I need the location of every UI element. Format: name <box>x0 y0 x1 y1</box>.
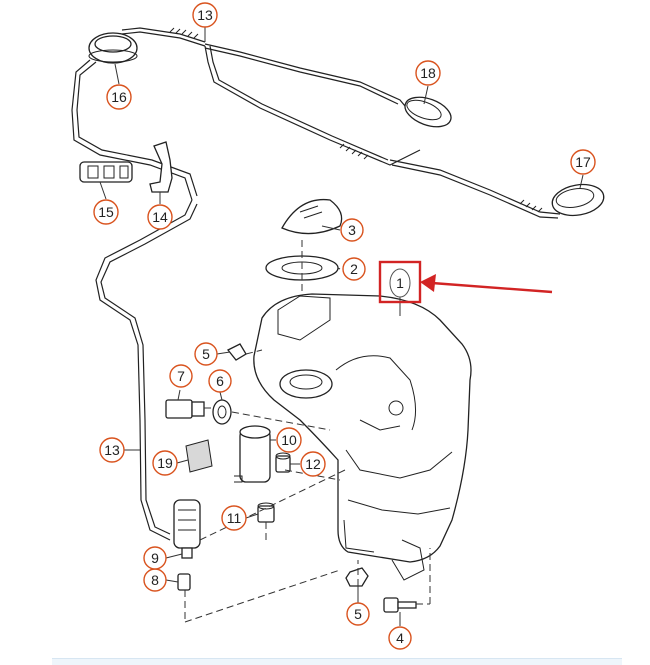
part-5-nut-lower <box>345 567 369 587</box>
part-7-sensor <box>165 399 205 419</box>
svg-text:14: 14 <box>152 209 168 225</box>
svg-text:17: 17 <box>575 154 591 170</box>
callout-13-left: 13 <box>99 437 125 463</box>
svg-text:13: 13 <box>104 442 120 458</box>
callout-9: 9 <box>143 546 167 570</box>
callout-11: 11 <box>221 505 247 531</box>
svg-text:7: 7 <box>177 368 185 384</box>
part-4-bolt <box>383 597 417 613</box>
callout-13-top: 13 <box>192 2 218 28</box>
callout-1: 1 <box>389 268 411 298</box>
svg-text:8: 8 <box>151 572 159 588</box>
hose-network <box>71 27 561 541</box>
callout-4: 4 <box>388 626 412 650</box>
callout-10: 10 <box>276 427 302 453</box>
part-3-filler-cap <box>281 198 343 235</box>
callout-17: 17 <box>570 149 596 175</box>
svg-text:16: 16 <box>111 89 127 105</box>
callout-15: 15 <box>93 199 119 225</box>
callout-6: 6 <box>208 369 232 393</box>
part-18-nozzle <box>404 96 452 128</box>
highlight-arrow-shaft <box>431 281 553 294</box>
part-8-nut <box>177 573 191 591</box>
svg-text:4: 4 <box>396 630 404 646</box>
callout-12: 12 <box>300 451 326 477</box>
svg-text:11: 11 <box>227 510 242 526</box>
callout-8: 8 <box>143 568 167 592</box>
part-17-nozzle <box>551 183 605 217</box>
part-6-grommet <box>212 399 232 425</box>
part-5-clip-upper <box>226 343 247 361</box>
highlight-annotation <box>378 260 553 304</box>
svg-text:2: 2 <box>350 261 358 277</box>
callout-14: 14 <box>147 204 173 230</box>
part-9-pump <box>173 499 201 559</box>
highlight-arrow-head <box>420 274 436 292</box>
callout-3: 3 <box>340 218 364 242</box>
svg-text:15: 15 <box>98 204 114 220</box>
svg-text:5: 5 <box>202 346 210 362</box>
part-15-connector <box>79 161 133 183</box>
svg-text:10: 10 <box>281 432 297 448</box>
callout-2: 2 <box>342 257 366 281</box>
part-19-pad <box>185 439 213 473</box>
callout-19: 19 <box>152 450 178 476</box>
svg-text:1: 1 <box>396 275 404 291</box>
callout-7: 7 <box>169 364 193 388</box>
svg-text:12: 12 <box>305 456 321 472</box>
svg-text:5: 5 <box>354 606 362 622</box>
page-bottom-strip <box>52 658 622 665</box>
part-12-grommet <box>275 452 291 473</box>
callout-5-upper: 5 <box>194 342 218 366</box>
svg-text:9: 9 <box>151 550 159 566</box>
svg-text:3: 3 <box>348 222 356 238</box>
callout-5-lower: 5 <box>346 602 370 626</box>
part-16-cap <box>88 32 138 64</box>
callout-18: 18 <box>415 60 441 86</box>
part-10-pump <box>234 425 271 483</box>
svg-text:18: 18 <box>420 65 436 81</box>
svg-text:13: 13 <box>197 7 213 23</box>
part-14-bracket <box>149 141 173 193</box>
callout-16: 16 <box>106 84 132 110</box>
svg-text:6: 6 <box>216 373 224 389</box>
svg-text:19: 19 <box>157 455 173 471</box>
